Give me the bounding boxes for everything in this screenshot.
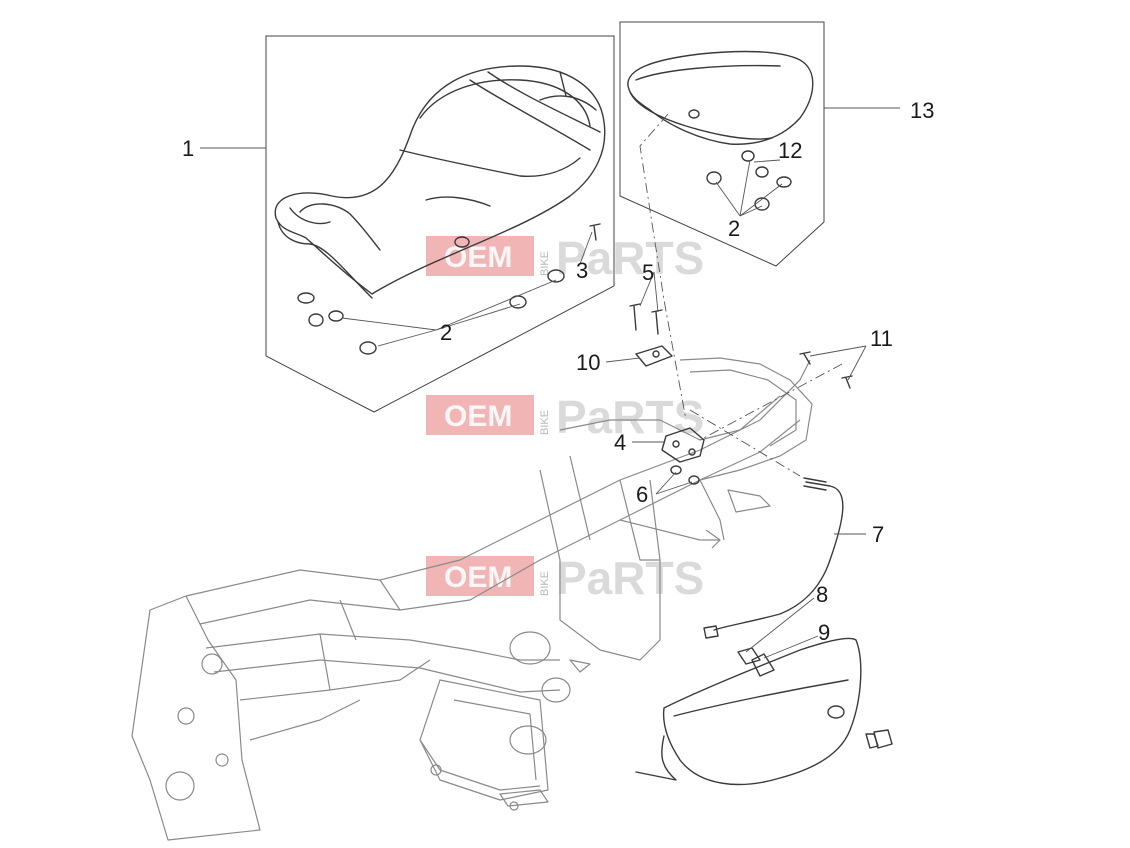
watermark-bike: BIKE — [539, 571, 551, 596]
leader-lines — [200, 107, 900, 659]
watermark-oem: OEM — [444, 400, 512, 433]
callout-7: 7 — [872, 522, 884, 547]
watermark-bike: BIKE — [539, 410, 551, 435]
callout-6: 6 — [636, 482, 648, 507]
watermark-bike: BIKE — [539, 251, 551, 276]
seat-release-cable — [703, 477, 844, 639]
watermark-oem: OEM — [444, 241, 512, 274]
watermark-parts: PaRTS — [556, 391, 704, 443]
rider-seat — [274, 65, 606, 355]
callout-11: 11 — [870, 326, 893, 351]
watermark-oem: OEM — [444, 561, 512, 594]
motorcycle-frame — [131, 357, 813, 841]
watermark-parts: PaRTS — [556, 232, 704, 284]
callout-9: 9 — [818, 620, 830, 645]
seat-latch-assembly — [629, 303, 705, 485]
callout-2-rider: 2 — [440, 320, 452, 345]
passenger-seat — [627, 50, 814, 211]
callout-1: 1 — [182, 136, 194, 161]
watermark-parts: PaRTS — [556, 552, 704, 604]
side-cover-assembly — [635, 637, 893, 786]
callout-5: 5 — [642, 260, 654, 285]
callout-2-passenger: 2 — [728, 216, 740, 241]
rider-seat-group-box — [265, 35, 615, 413]
alignment-line-passenger-seat — [639, 113, 687, 421]
callout-12: 12 — [778, 138, 802, 163]
callout-13: 13 — [910, 98, 934, 123]
alignment-line-screws — [699, 363, 843, 441]
watermark-bottom: OEM BIKE PaRTS — [426, 552, 704, 604]
watermark-middle: OEM BIKE PaRTS — [426, 391, 704, 443]
screws-11 — [799, 351, 853, 389]
callout-10: 10 — [576, 350, 600, 375]
passenger-seat-group-box — [619, 21, 825, 267]
callout-4: 4 — [614, 430, 626, 455]
alignment-line-latch-cable — [689, 409, 801, 477]
callout-3: 3 — [576, 258, 588, 283]
callout-8: 8 — [816, 582, 828, 607]
